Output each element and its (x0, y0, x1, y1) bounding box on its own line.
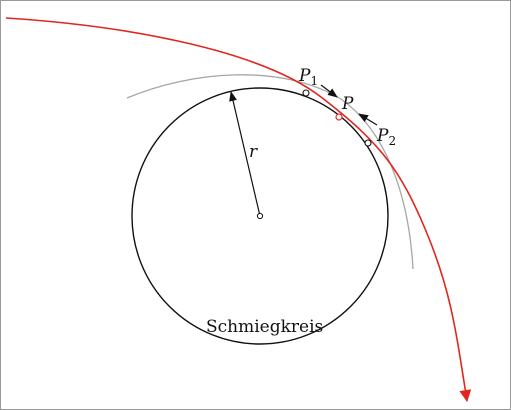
label-circle-name: Schmiegkreis (206, 317, 323, 337)
curve (5, 17, 472, 402)
point-p1 (302, 89, 310, 97)
point-p2 (364, 139, 372, 147)
neighbor-circle-arc (126, 74, 414, 270)
radius-arrow (229, 91, 261, 217)
label-p2: P2 (376, 126, 396, 148)
arrow-p2-to-p (358, 113, 378, 126)
point-p (335, 113, 343, 121)
arrow-p1-to-p (320, 84, 338, 98)
label-radius: r (249, 142, 258, 162)
center-point (256, 212, 264, 220)
label-p: P (341, 94, 354, 114)
label-p1: P1 (298, 66, 318, 88)
osculating-circle (131, 87, 389, 345)
